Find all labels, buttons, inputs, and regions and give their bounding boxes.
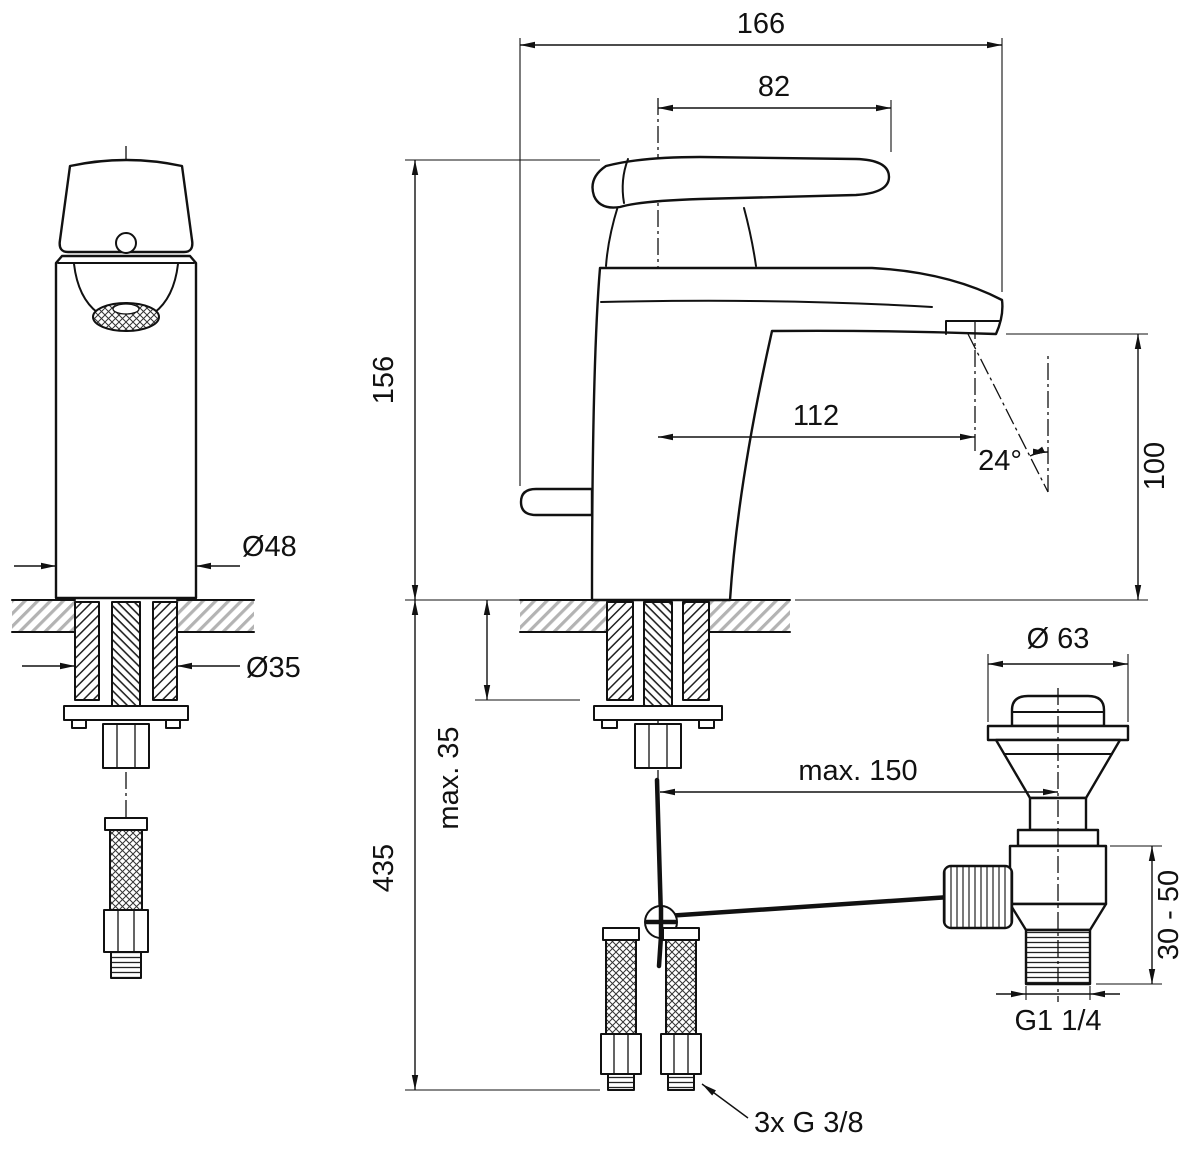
label-deck-thickness: max. 35 (433, 726, 465, 829)
label-plug-diameter: Ø 63 (1027, 623, 1090, 655)
lift-rod-knob (519, 487, 594, 517)
aerator-mesh (92, 302, 160, 332)
dim-waste-adjust: 30 - 50 (1096, 845, 1185, 985)
aerator-center (112, 303, 140, 315)
dim-handle-length: 82 (658, 71, 892, 152)
mounting-shank-front (593, 601, 723, 769)
handle-side (58, 158, 194, 254)
supply-hose-side (103, 817, 149, 979)
front-view: 166 82 156 435 max. 35 (368, 8, 1171, 1139)
washer-plate-side (63, 705, 189, 721)
label-waste-thread: G1 1/4 (1014, 1005, 1101, 1037)
water-stream-centerline (967, 333, 1049, 493)
hose-hex-nut (103, 909, 149, 953)
side-view: Ø48 Ø35 (11, 146, 301, 979)
label-below-deck-length: 435 (368, 844, 400, 892)
body-seam (600, 299, 933, 308)
dim-below-deck-length: 435 (368, 600, 600, 1091)
dim-rod-to-waste: max. 150 (660, 755, 1058, 796)
hose-braid (109, 829, 143, 911)
dim-hole-diameter: Ø35 (22, 652, 301, 684)
handle-lever (591, 155, 891, 209)
dim-overall-depth: 166 (519, 8, 1003, 486)
label-stream-angle: 24° (978, 445, 1022, 477)
label-outlet-height: 100 (1139, 442, 1171, 490)
dim-body-diameter: Ø48 (14, 531, 297, 570)
label-body-diameter: Ø48 (242, 531, 297, 563)
mounting-shank-side (63, 601, 189, 769)
dim-waste-thread: G1 1/4 (996, 986, 1120, 1037)
neck-right (743, 207, 757, 267)
label-overall-depth: 166 (737, 8, 785, 40)
supply-hose-left (600, 927, 642, 1091)
label-rod-to-waste: max. 150 (798, 755, 917, 787)
label-handle-length: 82 (758, 71, 790, 103)
mounting-nut-front (634, 723, 682, 769)
label-spout-height: 156 (368, 356, 400, 404)
knurled-coupling-nut (942, 864, 1014, 930)
handle-screw-cap (115, 232, 137, 254)
neck-left (605, 205, 619, 267)
label-waste-adjust: 30 - 50 (1153, 870, 1185, 960)
supply-hose-right (660, 927, 702, 1091)
deck-section-front (519, 599, 791, 633)
label-hole-diameter: Ø35 (246, 652, 301, 684)
washer-plate-front (593, 705, 723, 721)
hose-thread-tip (110, 951, 142, 979)
mounting-nut-side (102, 723, 150, 769)
dim-deck-thickness: max. 35 (433, 600, 580, 830)
label-inlet-thread: 3x G 3/8 (754, 1107, 864, 1139)
deck-section-side (11, 599, 255, 633)
spout-aerator (945, 320, 1000, 335)
faucet-body-side (54, 254, 198, 600)
dim-plug-diameter: Ø 63 (987, 623, 1129, 722)
dim-stream-angle: 24° (967, 333, 1049, 493)
waste-assembly: Ø 63 max. 150 30 - 50 G1 1/4 (660, 623, 1185, 1037)
handle-cap-seam (621, 158, 629, 204)
dim-spout-reach: 112 (658, 322, 976, 452)
dim-spout-height: 156 (368, 159, 600, 601)
faucet-body-front (590, 266, 1004, 602)
dim-outlet-height: 100 (795, 333, 1171, 601)
horizontal-link-rod (663, 894, 953, 919)
dim-inlet-thread: 3x G 3/8 (701, 1083, 864, 1139)
label-spout-reach: 112 (793, 400, 839, 432)
